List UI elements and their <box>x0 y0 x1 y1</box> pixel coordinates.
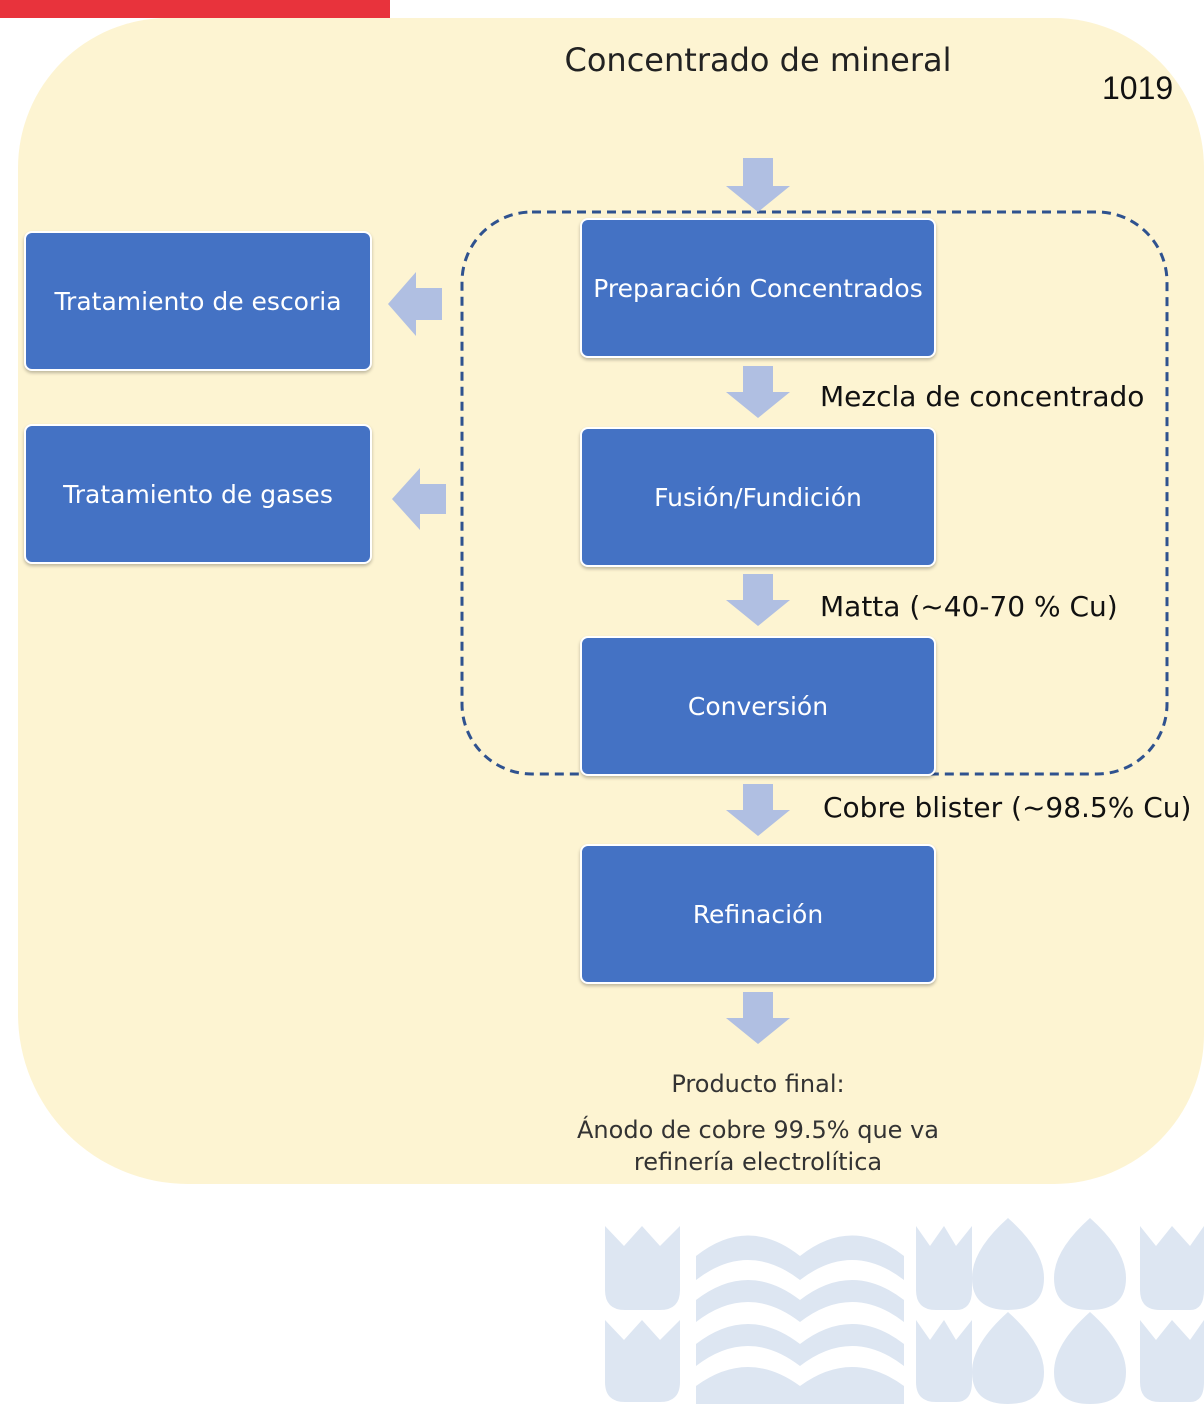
final-product-heading: Producto final: <box>671 1070 845 1098</box>
page-number: 1019 <box>1102 70 1174 106</box>
box-tratamiento-escoria: Tratamiento de escoria <box>24 231 372 371</box>
arrow-left-icon <box>388 272 442 336</box>
arrow-down-icon <box>726 366 790 418</box>
final-product-description: Ánodo de cobre 99.5% que va refinería el… <box>577 1116 939 1176</box>
box-refinacion: Refinación <box>580 844 936 984</box>
header-red-bar <box>0 0 390 18</box>
box-tratamiento-gases: Tratamiento de gases <box>24 424 372 564</box>
arrow-down-icon <box>726 784 790 836</box>
arrow-down-icon <box>726 992 790 1044</box>
diagram-title: Concentrado de mineral <box>564 41 952 79</box>
box-fusion-fundicion: Fusión/Fundición <box>580 427 936 567</box>
box-conversion: Conversión <box>580 636 936 776</box>
arrow-left-icon <box>392 468 446 530</box>
arrow-down-icon <box>726 158 790 212</box>
arrow-down-icon <box>726 574 790 626</box>
box-preparacion-concentrados: Preparación Concentrados <box>580 218 936 358</box>
label-mezcla-concentrado: Mezcla de concentrado <box>820 380 1145 413</box>
label-matta: Matta (~40-70 % Cu) <box>820 590 1118 623</box>
label-cobre-blister: Cobre blister (~98.5% Cu) <box>823 791 1192 824</box>
